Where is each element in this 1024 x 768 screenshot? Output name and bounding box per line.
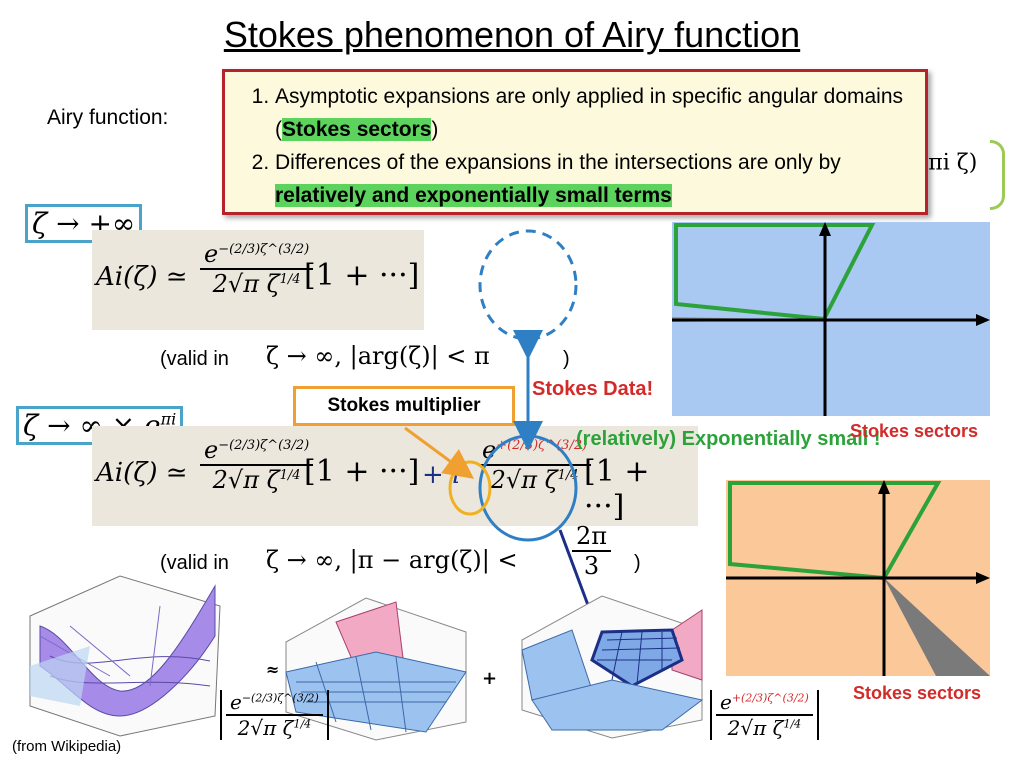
valid-condition-1: ζ → ∞, |arg(ζ)| < π: [266, 342, 490, 370]
valid-close-2: ): [634, 552, 641, 574]
stokes-data-label: Stokes Data!: [532, 378, 654, 400]
abs-fraction-right: e+(2/3)ζ^(3/2) 2√π ζ1/4: [710, 690, 819, 740]
airy-function-label: Airy function:: [47, 106, 169, 129]
fraction-2a: e−(2/3)ζ^(3/2) 2√π ζ1/4: [200, 436, 314, 494]
slide-title: Stokes phenomenon of Airy function: [223, 14, 801, 55]
ai-lhs-1: Ai(ζ) ≃: [96, 262, 188, 292]
fraction-1: e−(2/3)ζ^(3/2) 2√π ζ1/4: [200, 240, 314, 298]
plus-sign: +: [482, 668, 498, 689]
valid-in-label-2: (valid in: [160, 552, 229, 574]
exp-term-circle: [478, 434, 578, 542]
surface-plot-wikipedia: [29, 575, 221, 737]
valid-condition-2: ζ → ∞, |π − arg(ζ)| <: [266, 546, 518, 574]
formula-1: Ai(ζ) ≃ e−(2/3)ζ^(3/2) 2√π ζ1/4 [1 + ···…: [92, 230, 424, 330]
bracket-1: [1 + ···]: [304, 258, 420, 293]
highlighted-plateau: [590, 628, 684, 688]
bracket-2a: [1 + ···]: [304, 454, 420, 489]
note-item-1: Asymptotic expansions are only applied i…: [275, 80, 915, 146]
surface-plot-right-term: [521, 595, 704, 739]
note-box: Asymptotic expansions are only applied i…: [222, 69, 928, 215]
limit-positive-infinity: ζ → +∞: [25, 204, 143, 243]
stokes-sectors-diagram-2: [726, 480, 990, 676]
stokes-sectors-label-1: Stokes sectors: [850, 421, 979, 441]
surface-plot-left-term: [285, 597, 467, 741]
valid-in-label-1: (valid in: [160, 348, 229, 370]
fraction-2b: e+(2/3)ζ^(3/2) 2√π ζ1/4: [478, 436, 592, 494]
approx-sign: ≈: [266, 660, 280, 679]
stokes-sectors-diagram-1: [672, 222, 990, 416]
dashed-circle: [478, 229, 578, 341]
formula-2: Ai(ζ) ≃ e−(2/3)ζ^(3/2) 2√π ζ1/4 [1 + ···…: [92, 426, 698, 526]
ai-lhs-2: Ai(ζ) ≃: [96, 458, 188, 488]
valid-fraction-2: 2π 3: [572, 522, 612, 580]
bracket-2b: [1 + ···]: [584, 454, 650, 524]
i-circle: [448, 460, 492, 516]
from-wikipedia-caption: (from Wikipedia): [12, 738, 122, 755]
note-item-2: Differences of the expansions in the int…: [275, 146, 915, 212]
exponentially-small-label: (relatively) Exponentially small !: [576, 428, 881, 450]
abs-fraction-left: e−(2/3)ζ^(3/2) 2√π ζ1/4: [220, 690, 329, 740]
stokes-multiplier-box: Stokes multiplier: [293, 386, 515, 426]
valid-close-1: ): [563, 348, 570, 370]
multiplier-arrow: [404, 426, 475, 479]
stokes-sectors-label-2: Stokes sectors: [853, 683, 982, 703]
